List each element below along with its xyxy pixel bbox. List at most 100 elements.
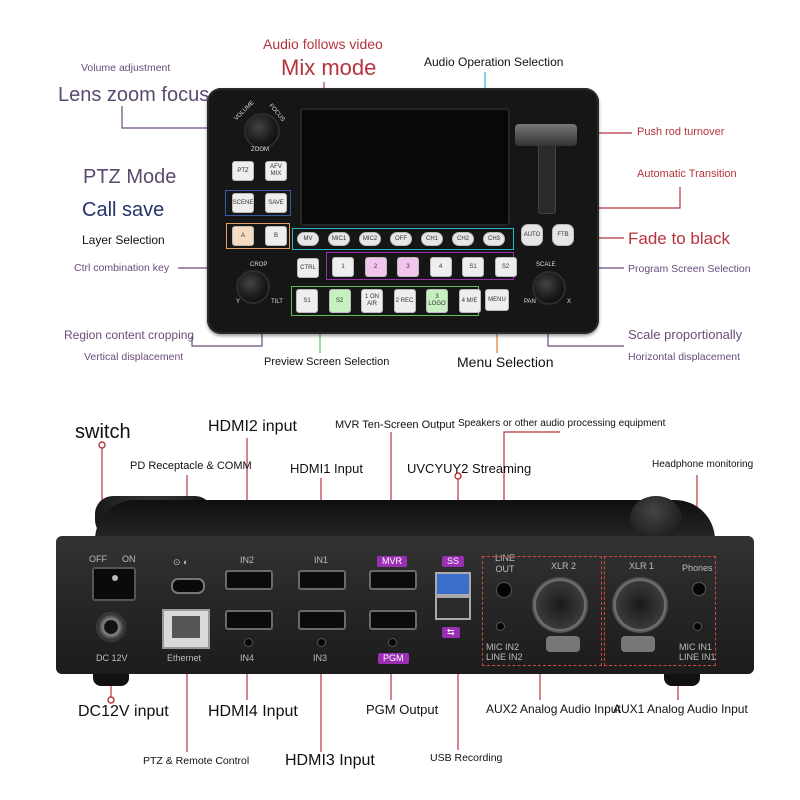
- label-region-content-cropping: Region content cropping: [64, 328, 195, 342]
- program-button-3[interactable]: 3: [397, 257, 419, 277]
- layer-a-button[interactable]: A: [232, 226, 254, 246]
- foot-right: [664, 674, 700, 686]
- audio-button-6[interactable]: CH2: [452, 232, 474, 246]
- rear-label-ethernet: Ethernet: [167, 653, 202, 663]
- xlr1-latch[interactable]: [621, 636, 655, 652]
- xlr1-group: [604, 556, 716, 666]
- hdmi-in3-port[interactable]: [298, 610, 346, 630]
- rear-label-in3: IN3: [313, 653, 328, 663]
- label-uvc-streaming: UVCYUY2 Streaming: [407, 461, 532, 476]
- rear-label-on: ON: [122, 554, 136, 564]
- rear-label-mic-in1: MIC IN1: [679, 642, 713, 652]
- xlr1-jack[interactable]: [612, 577, 668, 633]
- usb-a-port-top[interactable]: [435, 572, 471, 596]
- zoom-focus-knob[interactable]: [244, 113, 280, 149]
- audio-button-5[interactable]: CH1: [421, 232, 443, 246]
- label-mix-mode: Mix mode: [281, 55, 377, 80]
- preview-button-1[interactable]: S1: [296, 289, 318, 313]
- pgm-indicator: [388, 638, 397, 647]
- foot-left: [93, 674, 129, 686]
- program-button-6[interactable]: S2: [494, 257, 517, 277]
- mic-in2-jack[interactable]: [496, 622, 505, 631]
- program-row-group: [326, 252, 514, 280]
- label-hdmi1-input: HDMI1 Input: [290, 461, 363, 476]
- phones-jack[interactable]: [692, 582, 706, 596]
- ethernet-jack: [172, 616, 200, 638]
- auto-button[interactable]: AUTO: [521, 224, 543, 246]
- line-out-jack[interactable]: [496, 582, 512, 598]
- knob-label-crop: CROP: [250, 262, 268, 268]
- knob-label-x: X: [567, 299, 572, 305]
- afv-mix-button[interactable]: AFV MIX: [265, 161, 287, 181]
- label-aux1: AUX1 Analog Audio Input: [613, 702, 748, 716]
- scene-save-group: [225, 190, 291, 216]
- hdmi-mvr-port[interactable]: [369, 570, 417, 590]
- preview-button-4[interactable]: 2 REC: [393, 289, 416, 313]
- hdmi-in2-port[interactable]: [225, 570, 273, 590]
- audio-button-2[interactable]: MIC1: [328, 232, 350, 246]
- program-button-1[interactable]: 1: [332, 257, 354, 277]
- usb3-tag: SS: [442, 556, 465, 567]
- label-usb-recording: USB Recording: [430, 752, 503, 764]
- usb-a-port-bottom[interactable]: [435, 596, 471, 620]
- preview-row-group: [291, 286, 479, 316]
- ftb-button[interactable]: FTB: [552, 224, 574, 246]
- crop-tilt-knob[interactable]: [236, 270, 270, 304]
- label-mvr-output: MVR Ten-Screen Output: [335, 419, 455, 431]
- dc-jack[interactable]: [96, 612, 126, 642]
- label-fade-to-black: Fade to black: [628, 229, 731, 248]
- label-layer-selection: Layer Selection: [82, 233, 165, 247]
- label-speakers: Speakers or other audio processing equip…: [458, 418, 666, 429]
- label-pgm-output: PGM Output: [366, 702, 439, 717]
- rear-label-mic-in2: MIC IN2: [486, 642, 520, 652]
- power-switch[interactable]: [92, 567, 136, 601]
- label-audio-operation-selection: Audio Operation Selection: [424, 55, 564, 69]
- program-button-2[interactable]: 2: [364, 257, 387, 277]
- lcd-screen: [300, 108, 510, 226]
- audio-button-4[interactable]: OFF: [390, 232, 412, 246]
- preview-button-5[interactable]: 3 LOGO: [426, 289, 448, 313]
- knob-label-y: Y: [236, 299, 241, 305]
- knob-label-scale: SCALE: [536, 262, 556, 268]
- program-button-4[interactable]: 4: [429, 257, 452, 277]
- hdmi-in4-port[interactable]: [225, 610, 273, 630]
- xlr2-latch[interactable]: [546, 636, 580, 652]
- rear-label-phones: Phones: [682, 563, 713, 573]
- scale-pan-knob[interactable]: [532, 271, 566, 305]
- label-call-save: Call save: [82, 199, 165, 221]
- preview-button-3[interactable]: 1 ON AIR: [361, 289, 383, 313]
- usb-c-port[interactable]: [171, 578, 205, 594]
- save-button[interactable]: SAVE: [265, 193, 287, 213]
- audio-row-group: [292, 228, 514, 250]
- rear-label-off: OFF: [89, 554, 107, 564]
- audio-button-7[interactable]: CH3: [483, 232, 505, 246]
- menu-button[interactable]: MENU: [485, 289, 509, 311]
- pd-icons: ⊙ ◐: [173, 557, 189, 567]
- audio-button-1[interactable]: MV: [297, 232, 319, 246]
- label-hdmi2-input: HDMI2 input: [208, 418, 297, 435]
- rear-knob: [630, 496, 682, 540]
- knob-label-pan: PAN: [524, 299, 536, 305]
- ctrl-button[interactable]: CTRL: [297, 258, 319, 278]
- scene-button[interactable]: SCENE: [232, 193, 254, 213]
- power-switch-rocker: [112, 575, 118, 581]
- audio-button-3[interactable]: MIC2: [359, 232, 381, 246]
- mic-in1-jack[interactable]: [693, 622, 702, 631]
- preview-button-6[interactable]: 4 M/E: [458, 289, 481, 313]
- layer-b-button[interactable]: B: [265, 226, 287, 246]
- rear-label-xlr1: XLR 1: [629, 561, 655, 571]
- ptz-button[interactable]: PTZ: [232, 161, 254, 181]
- pgm-tag: PGM: [378, 653, 409, 664]
- label-ptz-remote: PTZ & Remote Control: [143, 755, 250, 767]
- hdmi-pgm-port[interactable]: [369, 610, 417, 630]
- label-aux2: AUX2 Analog Audio Input: [486, 702, 621, 716]
- program-button-5[interactable]: S1: [462, 257, 484, 277]
- xlr2-jack[interactable]: [532, 577, 588, 633]
- label-pd-receptacle: PD Receptacle & COMM: [130, 460, 252, 472]
- knob-label-zoom: ZOOM: [251, 147, 269, 153]
- t-bar-fader[interactable]: [515, 124, 577, 146]
- label-switch: switch: [75, 421, 131, 443]
- rear-top-surface: [95, 500, 715, 540]
- hdmi-in1-port[interactable]: [298, 570, 346, 590]
- preview-button-2[interactable]: S2: [328, 289, 351, 313]
